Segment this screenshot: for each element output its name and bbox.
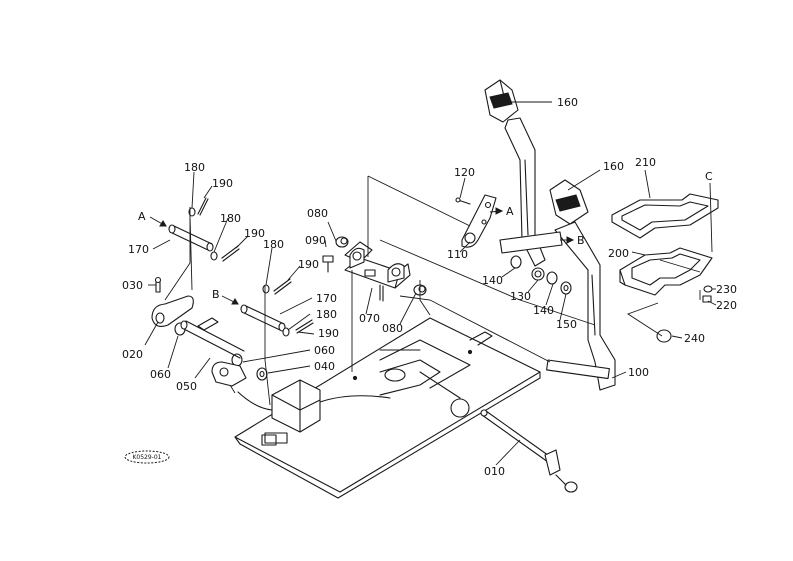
label-180-b: 180 xyxy=(220,212,241,225)
bushing-140-b xyxy=(546,271,558,285)
label-070: 070 xyxy=(359,312,380,325)
reference-arrows xyxy=(149,207,575,305)
label-180-d: 180 xyxy=(316,308,337,321)
label-230: 230 xyxy=(716,283,737,296)
pin-120 xyxy=(455,197,471,205)
drawing-code-stamp: K0529-01 xyxy=(124,450,170,464)
bushing-080-upper xyxy=(335,236,349,248)
label-140-a: 140 xyxy=(482,274,503,287)
label-190-a: 190 xyxy=(212,177,233,190)
drawing-code: K0529-01 xyxy=(132,454,161,461)
part-labels: 160 160 210 C 200 230 220 240 100 010 12… xyxy=(122,96,737,478)
knob-160-lower xyxy=(549,179,589,225)
label-leader-lines xyxy=(144,101,717,466)
bolt-220 xyxy=(702,295,712,303)
label-060-a: 060 xyxy=(150,368,171,381)
label-080-a: 080 xyxy=(307,207,328,220)
bolt-090 xyxy=(322,255,334,273)
label-240: 240 xyxy=(684,332,705,345)
tube-bracket xyxy=(211,361,247,387)
rod-170-lower xyxy=(240,304,286,332)
knob-240 xyxy=(656,329,672,343)
bracket-070 xyxy=(344,241,411,302)
label-030: 030 xyxy=(122,279,143,292)
label-050: 050 xyxy=(176,380,197,393)
washer-180-d xyxy=(282,327,290,337)
label-170-b: 170 xyxy=(316,292,337,305)
cotter-pin-190-c xyxy=(273,278,292,295)
label-200: 200 xyxy=(608,247,629,260)
guide-200 xyxy=(619,247,713,296)
label-190-b: 190 xyxy=(244,227,265,240)
label-060-b: 060 xyxy=(314,344,335,357)
washer-040 xyxy=(256,367,268,381)
shaft-010 xyxy=(480,409,578,493)
label-190-d: 190 xyxy=(318,327,339,340)
washer-180-b xyxy=(210,251,218,261)
lever-160-tall xyxy=(499,117,563,267)
lever-100 xyxy=(546,221,616,391)
label-080-b: 080 xyxy=(382,322,403,335)
rod-170-upper xyxy=(168,224,214,252)
label-120: 120 xyxy=(454,166,475,179)
label-c: C xyxy=(705,170,713,183)
plate-bracket xyxy=(264,379,321,444)
cover-210 xyxy=(611,193,719,239)
cotter-pin-190-a xyxy=(197,197,209,216)
bushing-130 xyxy=(531,267,545,281)
label-090: 090 xyxy=(305,234,326,247)
label-a-right: A xyxy=(506,205,514,218)
label-140-b: 140 xyxy=(533,304,554,317)
tube-050 xyxy=(180,317,245,359)
label-040: 040 xyxy=(314,360,335,373)
fork-020 xyxy=(151,295,194,327)
cotter-pin-190-b xyxy=(221,245,240,262)
cotter-pin-190-d xyxy=(295,319,314,334)
label-180-a: 180 xyxy=(184,161,205,174)
label-210: 210 xyxy=(635,156,656,169)
washer-230 xyxy=(703,285,713,293)
label-110: 110 xyxy=(447,248,468,261)
label-010: 010 xyxy=(484,465,505,478)
knob-160-upper xyxy=(484,79,519,123)
plate-mechanism xyxy=(237,349,470,418)
label-a-left: A xyxy=(138,210,146,223)
label-100: 100 xyxy=(628,366,649,379)
label-150: 150 xyxy=(556,318,577,331)
washer-150 xyxy=(560,281,572,295)
washer-180-c xyxy=(262,284,270,294)
pin-030 xyxy=(154,276,162,293)
label-170-a: 170 xyxy=(128,243,149,256)
label-b-left: B xyxy=(212,288,220,301)
arm-110 xyxy=(461,194,497,248)
label-b-right: B xyxy=(577,234,585,247)
label-190-c: 190 xyxy=(298,258,319,271)
label-020: 020 xyxy=(122,348,143,361)
label-160-b: 160 xyxy=(603,160,624,173)
assembly-guide-lines xyxy=(164,175,713,406)
bushing-140-a xyxy=(510,255,522,269)
label-160-a: 160 xyxy=(557,96,578,109)
label-220: 220 xyxy=(716,299,737,312)
label-180-c: 180 xyxy=(263,238,284,251)
label-130: 130 xyxy=(510,290,531,303)
